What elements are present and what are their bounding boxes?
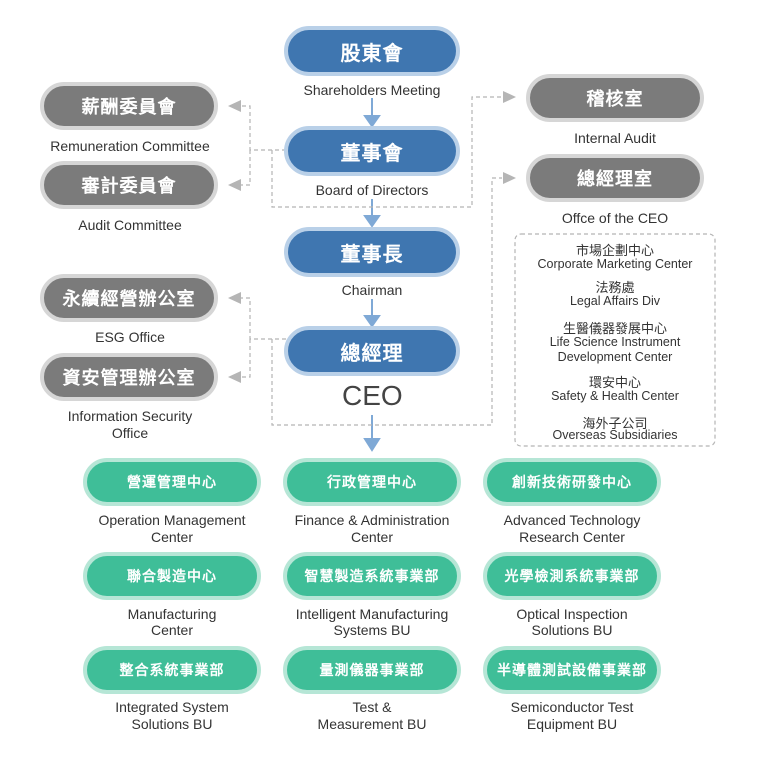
unit-caption: Integrated System [115,699,229,715]
subunit-zh: 生醫儀器發展中心 [562,322,667,337]
unit-caption: Manufacturing [127,606,217,622]
unit-box: 半導體測試設備事業部 [483,646,661,694]
subunit-zh: 環安中心 [588,376,641,391]
audit-committee-caption: Audit Committee [78,217,182,233]
president-label: 總經理 [340,340,404,365]
unit-label: 行政管理中心 [327,475,417,491]
subunit-en: Safety & Health Center [551,389,679,403]
subunit-en: Overseas Subsidiaries [552,428,678,442]
shareholders-meeting-caption: Shareholders Meeting [303,82,441,98]
audit-committee-label: 審計委員會 [81,176,177,197]
chairman-label: 董事長 [340,241,404,266]
information-security-office-caption-2: Office [111,425,149,441]
remuneration-committee-label: 薪酬委員會 [81,97,177,118]
esg-office-label: 永續經營辦公室 [62,289,196,310]
internal-audit-box: 稽核室 [526,74,704,122]
unit-box: 聯合製造中心 [83,552,261,600]
subunit-en: Corporate Marketing Center [537,257,693,271]
unit-caption: Intelligent Manufacturing [295,606,449,622]
unit-caption: Center [150,622,194,638]
shareholders-meeting-box: 股東會 [284,26,460,76]
subunit-zh: 法務處 [595,281,635,296]
information-security-office-label: 資安管理辦公室 [62,368,196,389]
remuneration-committee-box: 薪酬委員會 [40,82,218,130]
subunit-en: Legal Affairs Div [569,294,661,308]
subunit-zh: 市場企劃中心 [575,244,654,259]
remuneration-committee-caption: Remuneration Committee [50,138,210,154]
subunit-zh: 海外子公司 [582,417,648,432]
unit-caption: Semiconductor Test [510,699,634,715]
unit-caption: Equipment BU [526,716,618,732]
esg-office-box: 永續經營辦公室 [40,274,218,322]
unit-label: 營運管理中心 [127,475,217,491]
board-of-directors-box: 董事會 [284,126,460,176]
unit-caption: Measurement BU [317,716,427,732]
board-of-directors-caption: Board of Directors [315,182,429,198]
unit-caption: Systems BU [333,622,411,638]
information-security-office-caption-1: Information Security [67,408,193,424]
unit-caption: Solutions BU [131,716,213,732]
subunit-en: Life Science Instrument [549,335,681,349]
unit-label: 創新技術研發中心 [512,475,632,491]
unit-label: 半導體測試設備事業部 [497,663,647,679]
internal-audit-label: 稽核室 [586,89,644,110]
board-of-directors-label: 董事會 [340,140,404,165]
unit-label: 量測儀器事業部 [319,663,425,679]
unit-box: 量測儀器事業部 [283,646,461,694]
chairman-box: 董事長 [284,227,460,277]
ceo-caption: CEO [342,380,403,411]
internal-audit-caption: Internal Audit [574,130,656,146]
esg-office-caption: ESG Office [95,329,165,345]
unit-caption: Center [350,529,394,545]
unit-box: 光學檢測系統事業部 [483,552,661,600]
unit-box: 行政管理中心 [283,458,461,506]
unit-caption: Research Center [519,529,625,545]
shareholders-meeting-label: 股東會 [340,40,404,65]
unit-caption: Advanced Technology [503,512,641,528]
unit-caption: Center [150,529,194,545]
unit-box: 創新技術研發中心 [483,458,661,506]
unit-box: 整合系統事業部 [83,646,261,694]
information-security-office-box: 資安管理辦公室 [40,353,218,401]
president-box: 總經理 [284,326,460,376]
ceo-office-box: 總經理室 [526,154,704,202]
subunit-en: Development Center [557,350,673,364]
unit-caption: Operation Management [98,512,246,528]
ceo-office-label: 總經理室 [577,169,653,190]
unit-label: 光學檢測系統事業部 [504,569,640,585]
unit-box: 智慧製造系統事業部 [283,552,461,600]
unit-label: 聯合製造中心 [127,569,217,585]
ceo-office-caption: Offce of the CEO [561,210,669,226]
unit-caption: Test & [352,699,392,715]
chairman-caption: Chairman [341,282,403,298]
audit-committee-box: 審計委員會 [40,161,218,209]
unit-box: 營運管理中心 [83,458,261,506]
unit-caption: Finance & Administration [294,512,450,528]
unit-caption: Optical Inspection [516,606,628,622]
unit-label: 整合系統事業部 [119,663,225,679]
unit-caption: Solutions BU [531,622,613,638]
unit-label: 智慧製造系統事業部 [304,569,440,585]
